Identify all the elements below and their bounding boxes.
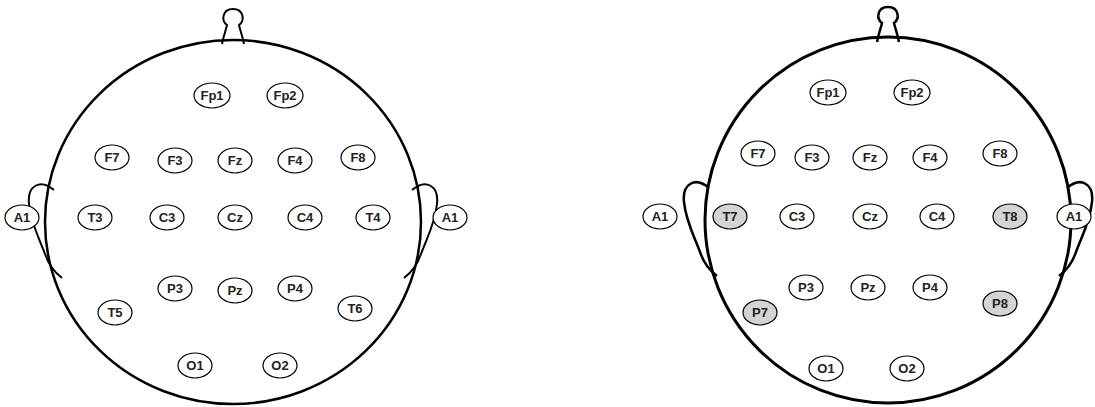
head-outline [29,9,437,404]
electrode: A1 [642,203,678,230]
electrode: C4 [919,203,955,230]
electrode: T3 [77,204,113,231]
electrode: F8 [982,140,1018,167]
electrode-label: O2 [898,362,915,375]
electrode: T4 [355,204,391,231]
electrode-label: T7 [722,210,737,223]
electrode: P7 [742,299,778,326]
electrode-label: Pz [860,281,875,294]
electrode: P3 [157,275,193,302]
electrode: P8 [982,290,1018,317]
electrode: Fp1 [193,82,231,109]
electrode: O1 [808,355,844,382]
electrode-label: O1 [186,359,203,372]
electrode-label: P3 [167,282,183,295]
electrode: T8 [992,203,1028,230]
electrode: O1 [177,352,213,379]
electrode: A1 [4,204,40,231]
electrode-label: T5 [107,306,122,319]
electrode-label: Cz [862,210,878,223]
electrode-label: C4 [929,210,946,223]
electrode-label: Fp1 [200,89,223,102]
electrode-label: F3 [167,154,182,167]
electrode-label: O1 [817,362,834,375]
electrode: Pz [217,277,253,304]
electrode: Fp1 [809,79,847,106]
electrode-label: A1 [652,210,669,223]
electrode: T5 [97,299,133,326]
electrode-label: F4 [922,151,937,164]
electrode: F4 [277,147,313,174]
electrode-label: C3 [159,211,176,224]
electrode: F4 [912,144,948,171]
electrode-label: Fp2 [273,89,296,102]
electrode-label: Fz [228,154,242,167]
electrode-label: A1 [1066,210,1083,223]
electrode: C4 [287,204,323,231]
electrode-label: T8 [1002,210,1017,223]
electrode: A1 [432,204,468,231]
electrode-label: C3 [789,210,806,223]
electrode: T6 [337,295,373,322]
electrode-label: F3 [804,151,819,164]
electrode: P4 [912,274,948,301]
electrode-label: P4 [287,282,303,295]
electrode: O2 [262,352,298,379]
electrode-label: T3 [87,211,102,224]
electrode: F8 [340,144,376,171]
electrode: O2 [889,355,925,382]
electrode: Fp2 [266,82,304,109]
electrode-label: Fp1 [816,86,839,99]
electrode: F7 [740,140,776,167]
electrode-label: F7 [750,147,765,160]
electrode-label: P7 [752,306,768,319]
electrode: Fz [852,144,888,171]
electrode-label: T6 [347,302,362,315]
electrode: Fz [217,147,253,174]
electrode: P3 [788,274,824,301]
electrode-label: P8 [992,297,1008,310]
electrode: F7 [94,144,130,171]
electrode: P4 [277,275,313,302]
electrode: C3 [779,203,815,230]
electrode-label: Fz [863,151,877,164]
electrode: A1 [1056,203,1092,230]
electrode-label: P3 [798,281,814,294]
electrode-label: A1 [14,211,31,224]
electrode-label: P4 [922,281,938,294]
electrode: Fp2 [893,79,931,106]
electrode: F3 [794,144,830,171]
electrode-label: F8 [992,147,1007,160]
electrode-label: Cz [227,211,243,224]
electrode-label: C4 [297,211,314,224]
electrode: C3 [149,204,185,231]
electrode-label: O2 [271,359,288,372]
electrode: F3 [157,147,193,174]
electrode: T7 [712,203,748,230]
electrode-label: T4 [365,211,380,224]
electrode-label: Fp2 [900,86,923,99]
electrode-label: Pz [227,284,242,297]
electrode-label: F7 [104,151,119,164]
head-outline [684,7,1092,403]
electrode: Cz [217,204,253,231]
electrode: Cz [852,203,888,230]
electrode-label: A1 [442,211,459,224]
electrode-label: F8 [350,151,365,164]
electrode: Pz [850,274,886,301]
electrode-label: F4 [287,154,302,167]
